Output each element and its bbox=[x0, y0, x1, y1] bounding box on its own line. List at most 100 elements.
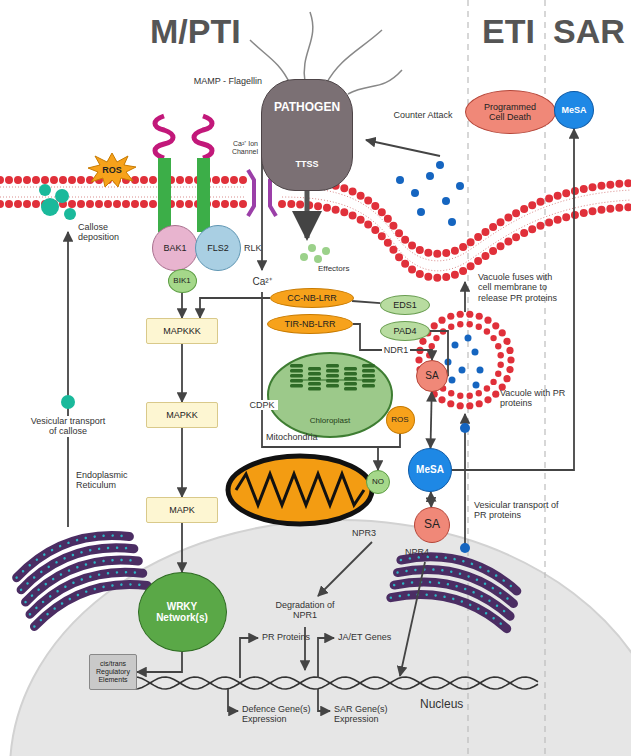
node-text: MeSA bbox=[416, 464, 444, 476]
node-text: BAK1 bbox=[163, 243, 186, 253]
lipid-head bbox=[457, 321, 463, 327]
lipid-head bbox=[433, 335, 439, 341]
secretion-arrow bbox=[305, 190, 310, 238]
dna-strand bbox=[90, 677, 538, 689]
node-text: PATHOGENTTSS bbox=[274, 101, 340, 169]
lipid-head bbox=[484, 396, 491, 403]
counter-attack-arrow bbox=[366, 140, 440, 156]
node-text: SA bbox=[425, 370, 438, 382]
receptor-bar bbox=[197, 158, 210, 232]
connector-arrow bbox=[181, 293, 183, 318]
node-label: FLS2 bbox=[207, 243, 229, 253]
granum-disc bbox=[362, 384, 375, 388]
regulatory-box: cis/trans Regulatory Elements bbox=[89, 654, 137, 690]
ribosome-dots bbox=[391, 583, 511, 629]
node-label: MAPK bbox=[169, 505, 195, 515]
receptor-domain bbox=[194, 116, 212, 158]
callose-ball bbox=[55, 189, 69, 203]
vacuole bbox=[415, 311, 514, 410]
node-sublabel: TTSS bbox=[295, 159, 318, 169]
lipid-head bbox=[466, 402, 473, 409]
granum-disc bbox=[344, 387, 357, 391]
annotation-label: NPR4 bbox=[405, 547, 429, 557]
granum-disc bbox=[290, 384, 303, 388]
node-label: CC-NB-LRR bbox=[287, 293, 337, 303]
no-circle: NO bbox=[366, 470, 390, 494]
receptor-circle: FLS2 bbox=[195, 225, 241, 271]
pr-protein bbox=[472, 349, 479, 356]
mesa-circle: MeSA bbox=[554, 91, 594, 129]
node-label: BIK1 bbox=[173, 276, 190, 285]
lipid-head bbox=[476, 313, 483, 320]
flagellum bbox=[304, 12, 313, 82]
lipid-head bbox=[495, 343, 501, 349]
lipid-head bbox=[507, 356, 514, 363]
granum-disc bbox=[344, 382, 357, 386]
pr-vesicle bbox=[460, 423, 470, 433]
lipid-head bbox=[490, 335, 496, 341]
dna-strands bbox=[90, 677, 538, 689]
connector-arrow bbox=[378, 434, 400, 470]
lipid-head bbox=[476, 390, 482, 396]
node-label: EDS1 bbox=[393, 300, 417, 310]
pr-protein bbox=[459, 367, 466, 374]
defense-particle bbox=[436, 161, 444, 169]
kinase-box: MAPK bbox=[146, 497, 218, 523]
kinase-box: MAPKK bbox=[146, 402, 218, 428]
edge-label: NDR1 bbox=[382, 345, 411, 355]
node-label: ROS bbox=[102, 165, 122, 175]
node-text: TIR-NB-LRR bbox=[285, 319, 336, 329]
pr-protein bbox=[477, 367, 484, 374]
defense-particle bbox=[456, 182, 464, 190]
npr4-arrow bbox=[400, 562, 425, 676]
connector-arrow bbox=[452, 129, 574, 470]
annotation-label: Endoplasmic Reticulum bbox=[76, 470, 146, 491]
granum-disc bbox=[344, 367, 357, 371]
er-cisterna bbox=[391, 583, 511, 629]
annotation-label: CDPK bbox=[246, 400, 278, 410]
lipid-head bbox=[448, 324, 454, 330]
node-label: MAPKKK bbox=[163, 326, 201, 336]
node-label: ROS bbox=[391, 415, 408, 424]
connector-arrow bbox=[181, 523, 183, 572]
annotation-label: Effectors bbox=[318, 264, 349, 273]
annotation-label: Nucleus bbox=[420, 698, 463, 712]
annotation-label: Callose deposition bbox=[78, 222, 130, 243]
lipid-head bbox=[499, 329, 506, 336]
gene-arrow bbox=[318, 689, 330, 711]
annotation-label: SAR Gene(s) Expression bbox=[334, 704, 414, 725]
lipid-head bbox=[457, 402, 464, 409]
lipid-head bbox=[484, 328, 490, 334]
gene-arrow bbox=[318, 638, 334, 678]
protein-oval: EDS1 bbox=[380, 295, 430, 315]
defense-particle bbox=[426, 172, 434, 180]
receptor-oval: TIR-NB-LRR bbox=[267, 314, 353, 334]
callose-ball bbox=[64, 208, 76, 220]
node-text: SA bbox=[424, 518, 440, 532]
pr-protein bbox=[473, 382, 480, 389]
flagellum bbox=[348, 70, 402, 94]
lipid-head bbox=[431, 322, 438, 329]
annotation-label: JA/ET Genes bbox=[338, 632, 391, 642]
connector-arrow bbox=[430, 492, 432, 507]
annotation-label: Vacuole fuses with cell membrane to rele… bbox=[478, 272, 568, 303]
node-label: BAK1 bbox=[163, 243, 186, 253]
annotation-label: Ca²⁺ Ion Channel bbox=[212, 140, 258, 156]
connector-arrow bbox=[181, 428, 183, 497]
chloroplast-shape bbox=[268, 353, 392, 437]
lipid-head bbox=[438, 317, 445, 324]
lipid-head bbox=[457, 311, 464, 318]
node-label: MeSA bbox=[561, 105, 586, 115]
node-text: MAPK bbox=[169, 505, 195, 515]
lipid-head bbox=[466, 321, 472, 327]
node-text: MAPKKK bbox=[163, 326, 201, 336]
lipid-head bbox=[447, 313, 454, 320]
node-text: BIK1 bbox=[173, 276, 190, 285]
lipid-head bbox=[492, 322, 499, 329]
flagellum bbox=[326, 30, 382, 84]
defense-particle bbox=[417, 208, 425, 216]
annotation-label: Vesicular transport of callose bbox=[28, 416, 108, 437]
annotation-label: PR Proteins bbox=[262, 632, 310, 642]
art-part bbox=[0, 187, 631, 261]
